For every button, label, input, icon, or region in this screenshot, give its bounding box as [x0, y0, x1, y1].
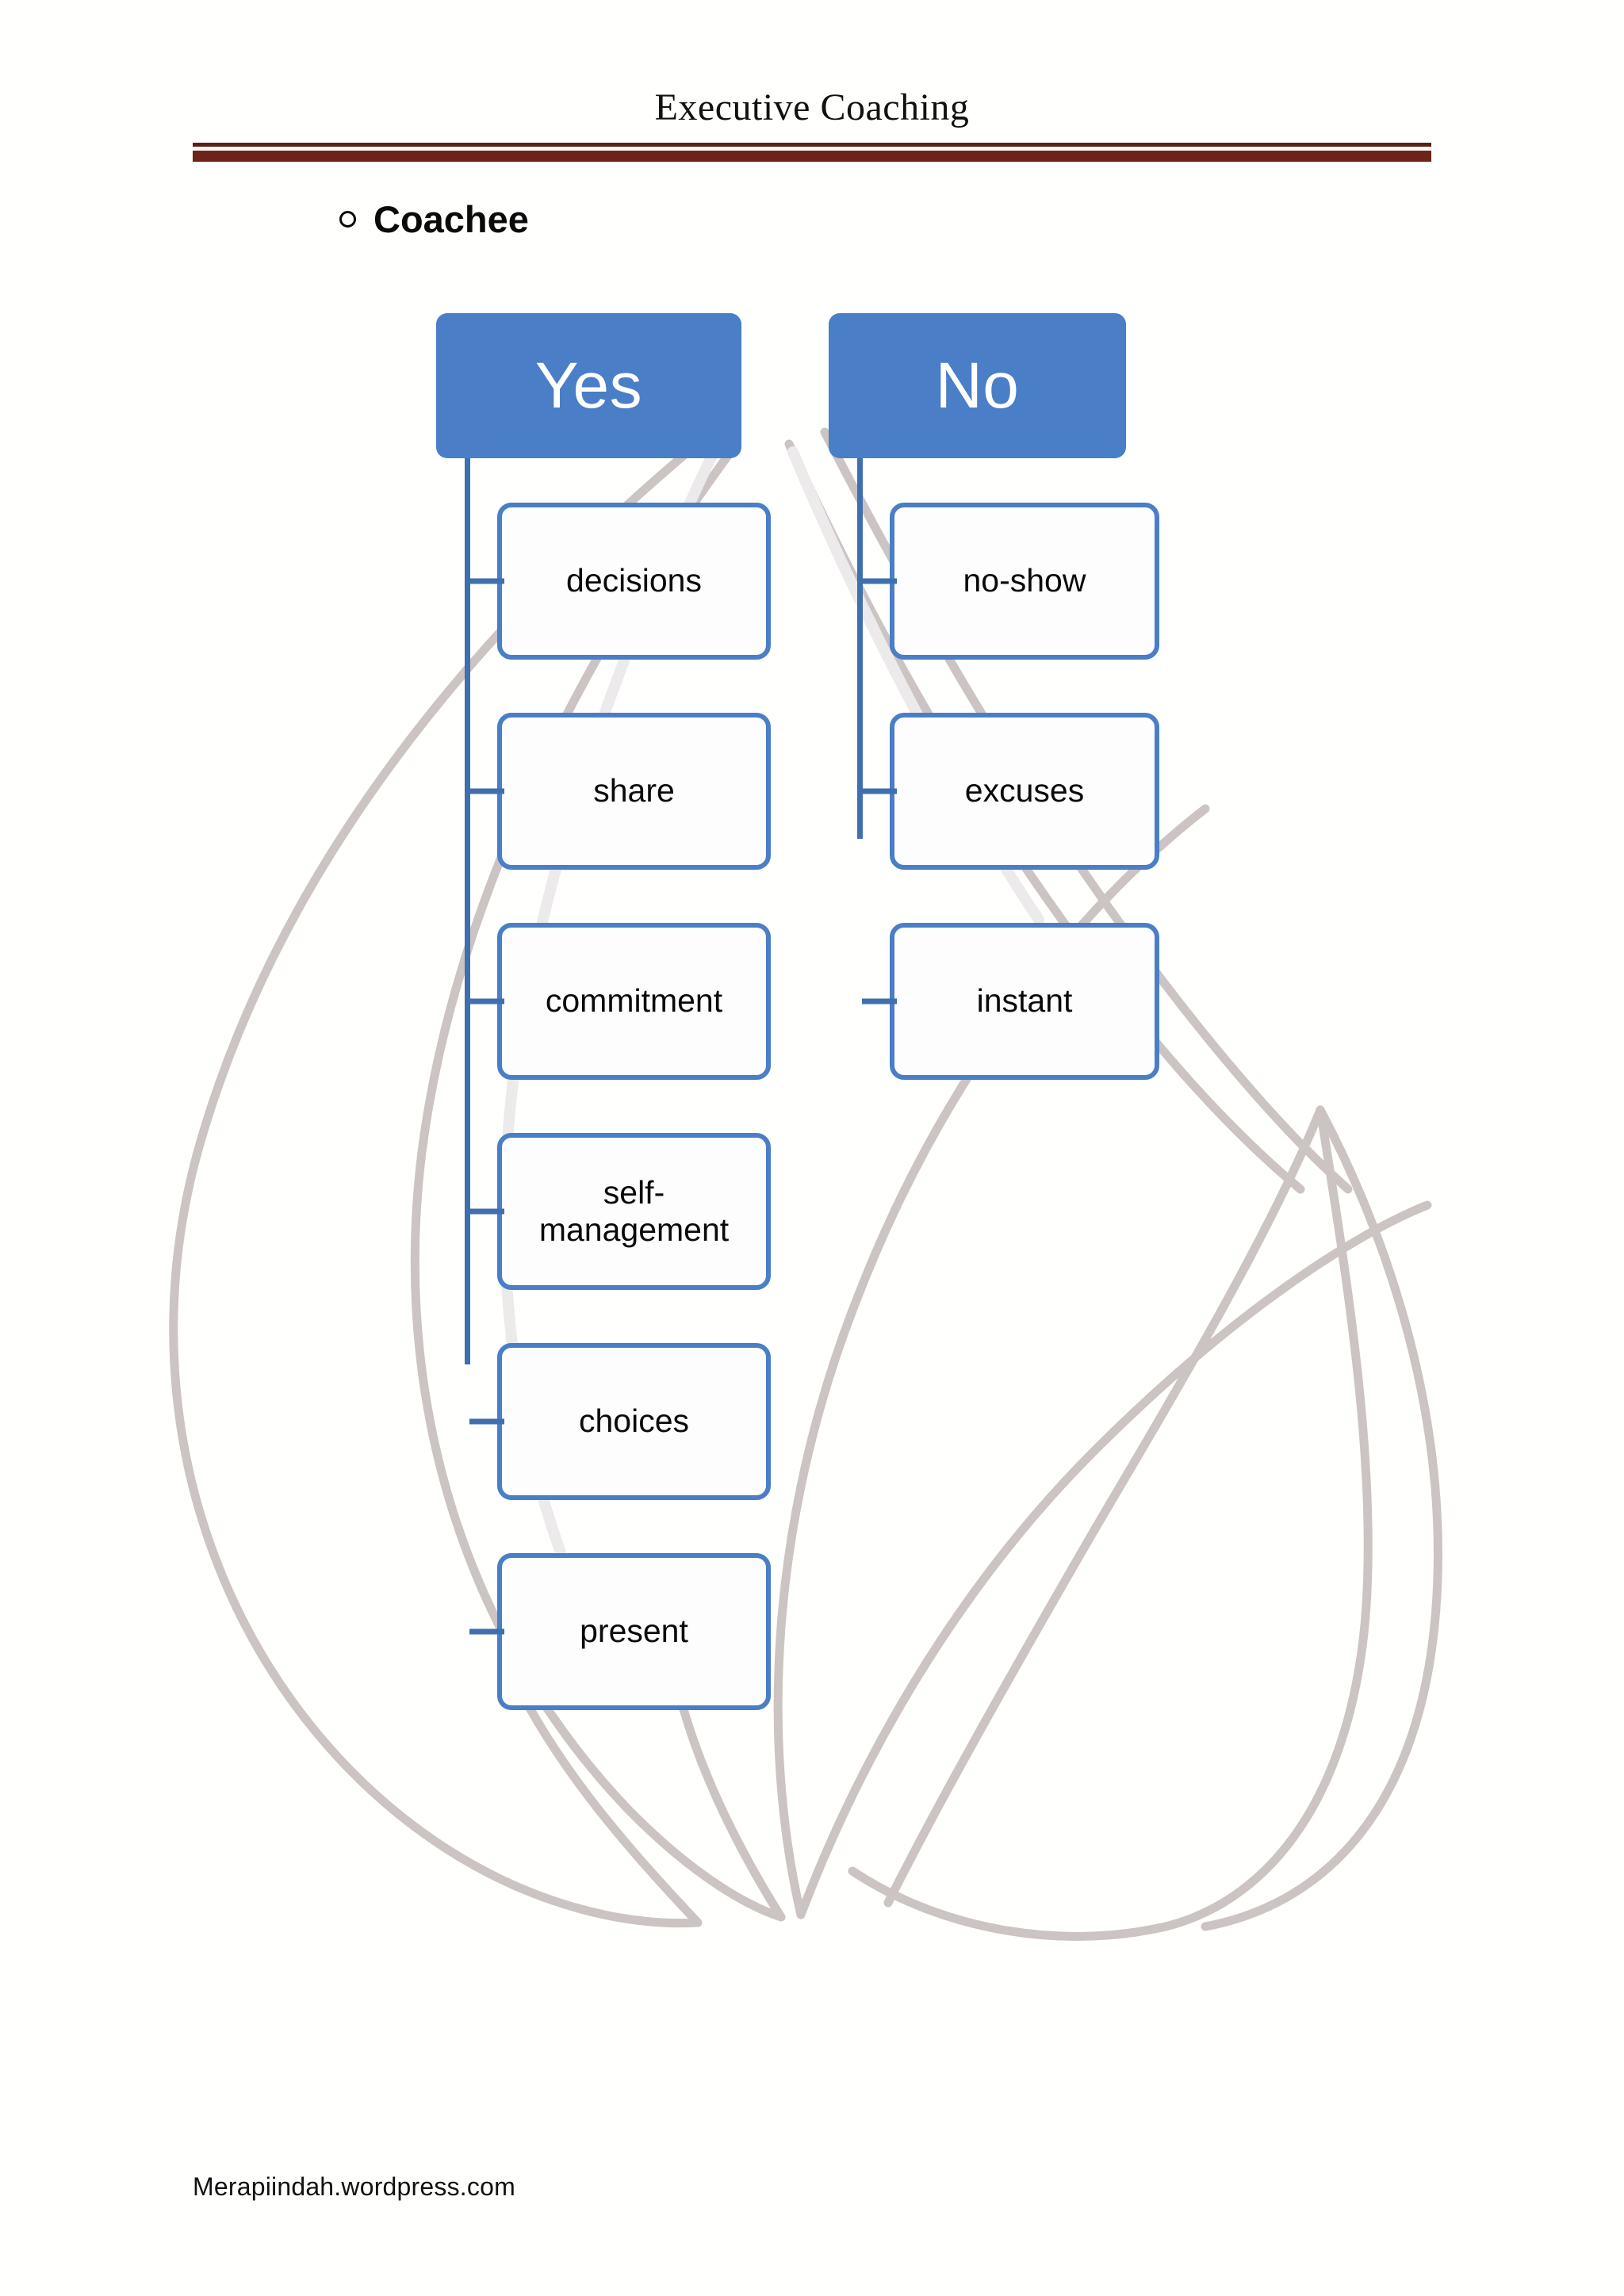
- node-spacer: [497, 1500, 771, 1553]
- diagram-node-self-management[interactable]: self-management: [469, 1133, 771, 1290]
- diagram-node-share[interactable]: share: [469, 713, 771, 870]
- diagram-node-label: choices: [578, 1402, 689, 1440]
- node-spacer: [890, 660, 1159, 713]
- connector-stub: [469, 998, 504, 1004]
- diagram-node-commitment[interactable]: commitment: [469, 923, 771, 1080]
- diagram-children-no: no-show excuses instant: [862, 503, 1159, 1080]
- section-heading-label: Coachee: [373, 198, 529, 240]
- node-spacer: [890, 870, 1159, 923]
- header-divider-thick-line: [193, 151, 1431, 162]
- diagram-header-node-no-label: No: [935, 349, 1020, 422]
- node-spacer: [497, 660, 771, 713]
- page-footer: Merapiindah.wordpress.com: [193, 2172, 515, 2201]
- diagram-node-choices[interactable]: choices: [469, 1343, 771, 1500]
- circle-outline-bullet-icon: [339, 211, 356, 228]
- header-divider: [193, 143, 1431, 162]
- connector-stub: [862, 578, 897, 584]
- diagram-node-no-show[interactable]: no-show: [862, 503, 1159, 660]
- connector-stub: [469, 788, 504, 794]
- connector-stub: [469, 1628, 504, 1635]
- diagram-node-label: self-management: [538, 1173, 730, 1248]
- diagram-column-yes: Yes decisions share commitment: [436, 313, 771, 1710]
- diagram-node-label: commitment: [545, 982, 723, 1020]
- connector-stub: [469, 1418, 504, 1425]
- diagram-node-label: no-show: [963, 562, 1086, 599]
- connector-stub: [862, 998, 897, 1004]
- diagram-node-label: decisions: [566, 562, 702, 599]
- diagram-node-present[interactable]: present: [469, 1553, 771, 1710]
- connector-stub: [862, 788, 897, 794]
- diagram-column-no: No no-show excuses instant: [829, 313, 1159, 1080]
- connector-stub: [469, 578, 504, 584]
- diagram-node-decisions[interactable]: decisions: [469, 503, 771, 660]
- diagram-node-label: excuses: [964, 772, 1085, 809]
- node-spacer: [497, 1080, 771, 1133]
- connector-trunk-yes: [465, 458, 470, 1364]
- page-header: Executive Coaching: [193, 86, 1431, 129]
- header-divider-gap: [193, 147, 1431, 151]
- diagram-header-node-no[interactable]: No: [829, 313, 1126, 458]
- node-spacer: [497, 870, 771, 923]
- diagram-children-yes: decisions share commitment self-manageme…: [469, 503, 771, 1710]
- diagram-node-label: instant: [976, 982, 1073, 1020]
- diagram-header-node-yes-label: Yes: [534, 349, 643, 422]
- diagram-header-node-yes[interactable]: Yes: [436, 313, 741, 458]
- diagram-node-excuses[interactable]: excuses: [862, 713, 1159, 870]
- connector-stub: [469, 1208, 504, 1215]
- node-spacer: [497, 1290, 771, 1343]
- section-heading: Coachee: [339, 201, 529, 238]
- diagram-node-instant[interactable]: instant: [862, 923, 1159, 1080]
- header-divider-thin-line: [193, 143, 1431, 147]
- connector-trunk-no: [857, 458, 863, 839]
- page-title: Executive Coaching: [654, 86, 970, 128]
- diagram-node-label: share: [593, 772, 675, 809]
- diagram-node-label: present: [580, 1613, 688, 1650]
